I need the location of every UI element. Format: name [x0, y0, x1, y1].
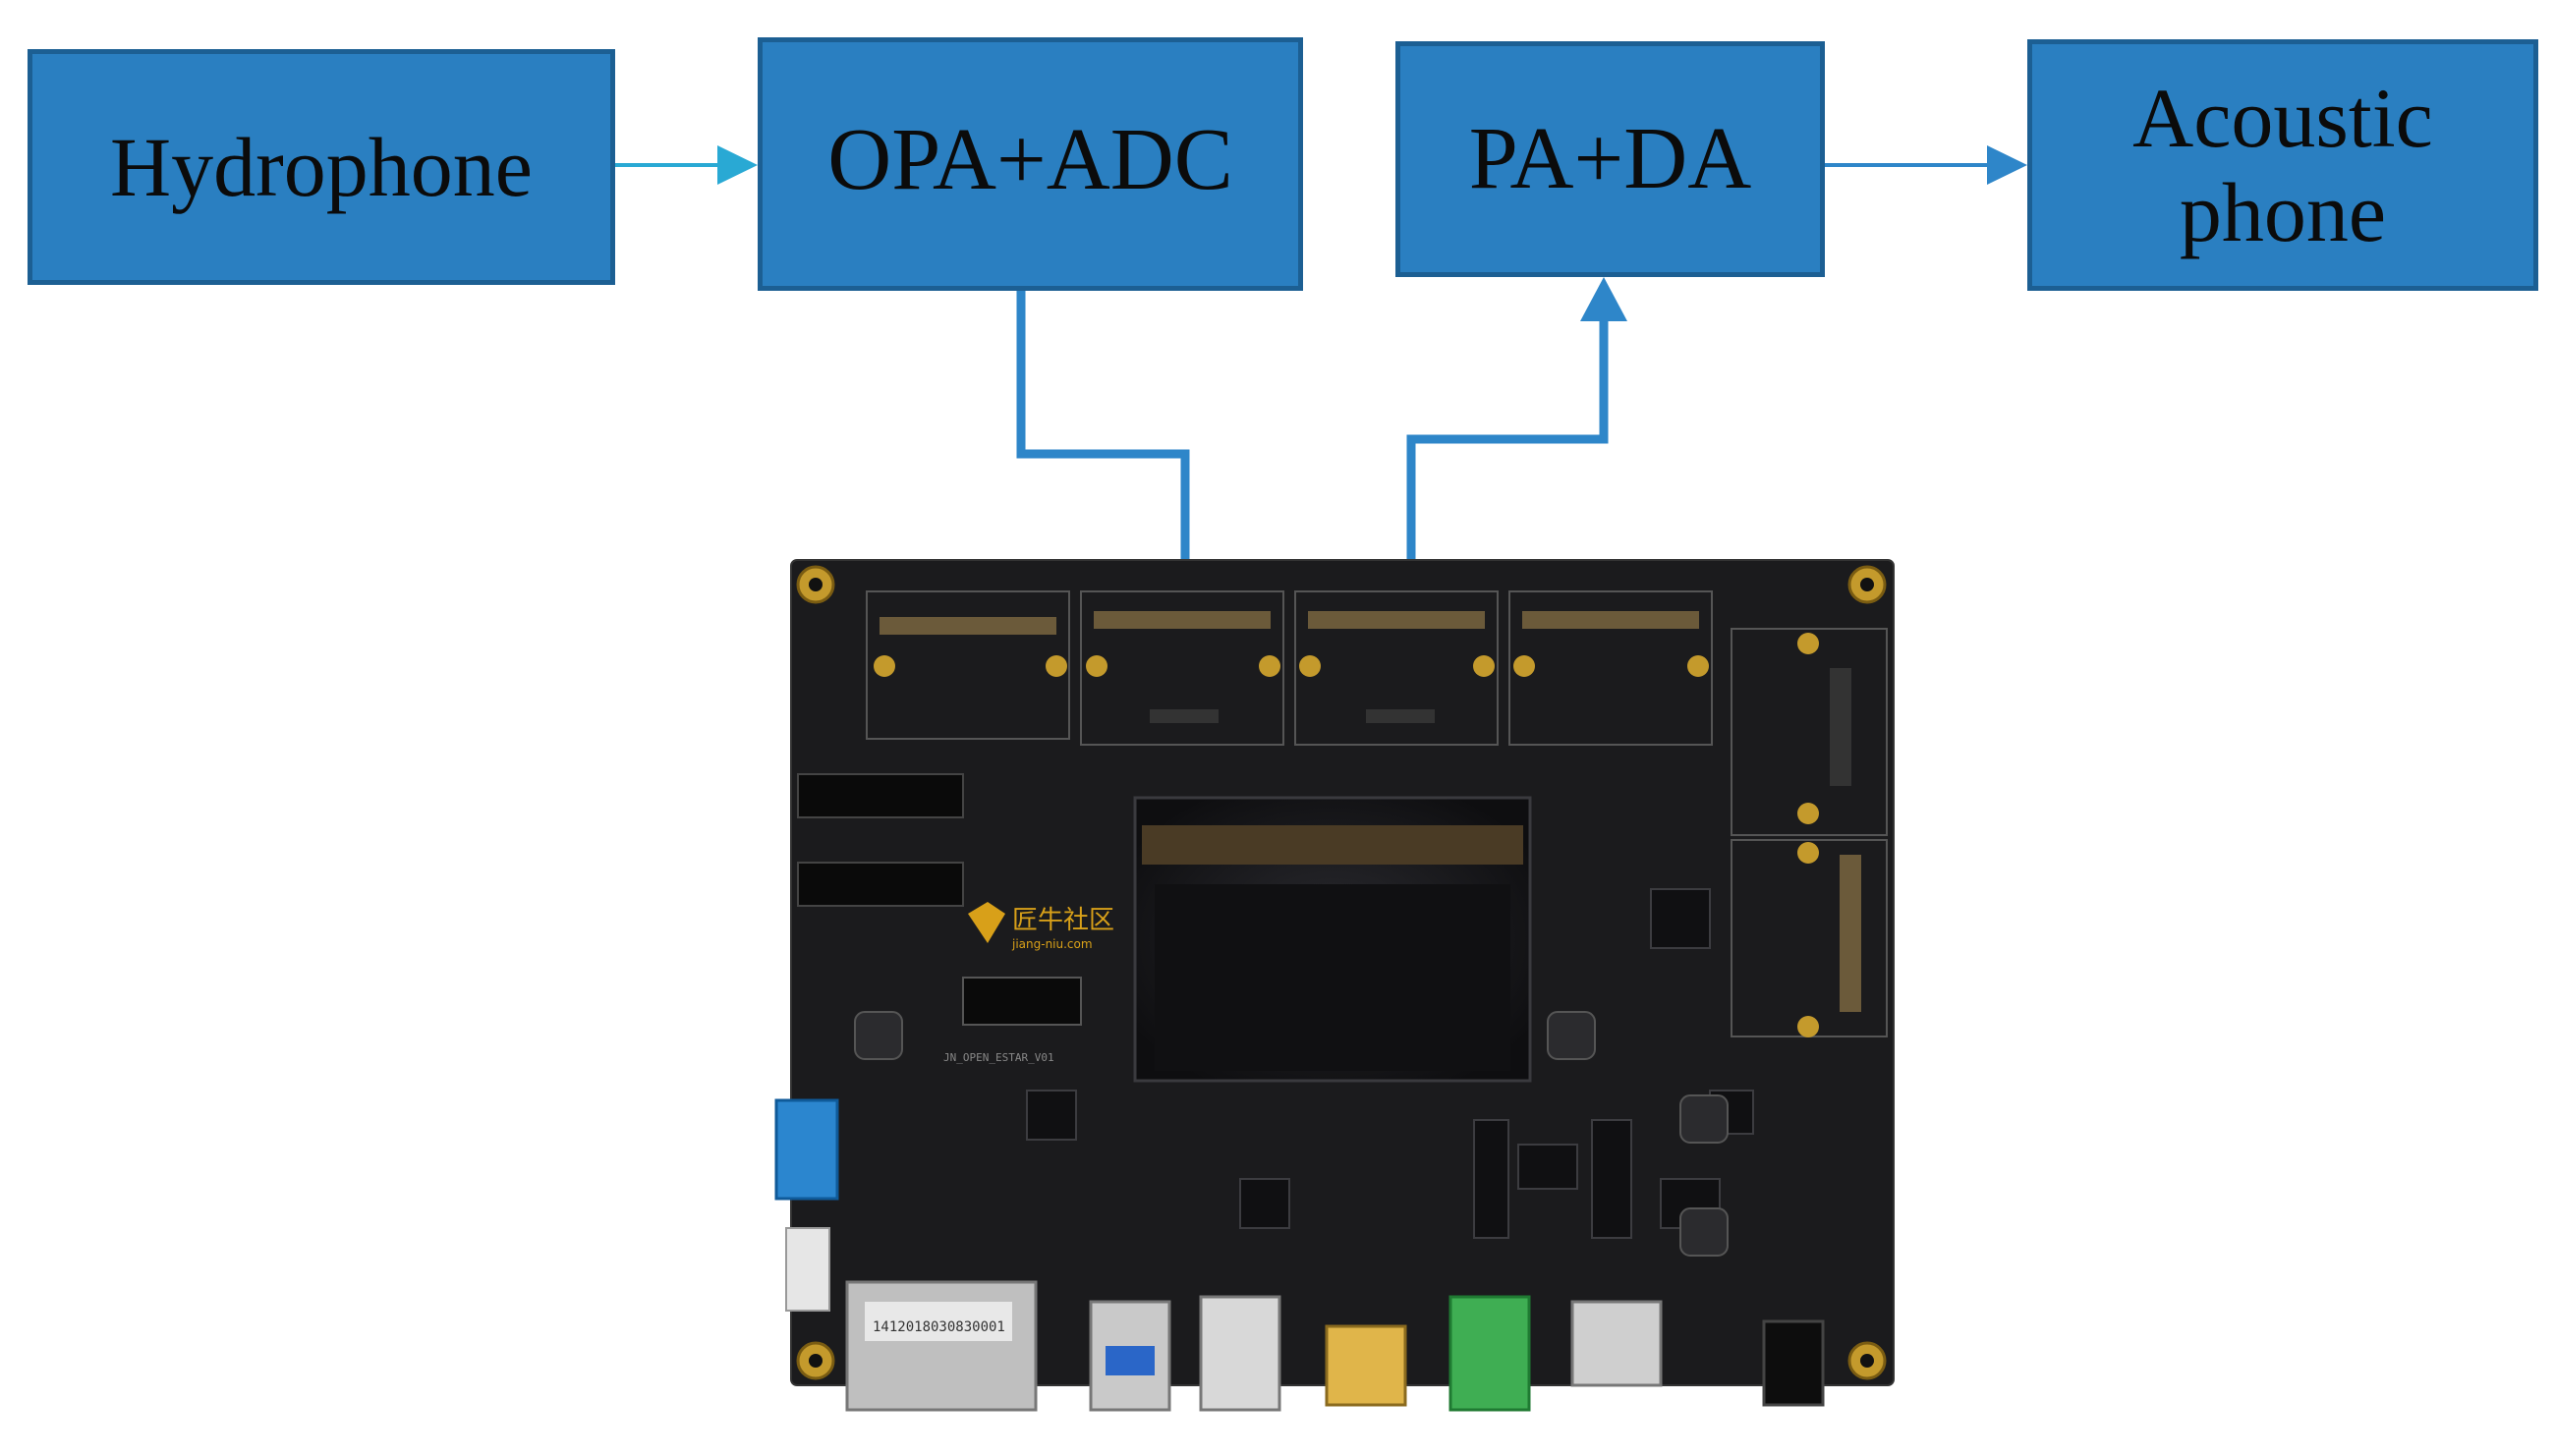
pa-da-label: PA+DA: [1468, 109, 1752, 207]
barcode-label: 1412018030830001: [873, 1319, 1005, 1335]
arrow-opa-adc-to-board: [1016, 291, 1190, 585]
side-connector: [785, 1227, 830, 1312]
hydrophone-label: Hydrophone: [110, 119, 533, 214]
terminal-block: [1448, 1295, 1531, 1412]
arrowhead-opa-adc: [717, 145, 758, 185]
hdmi-port: [1325, 1324, 1407, 1407]
silkscreen-label: JN_OPEN_ESTAR_V01: [943, 1051, 1054, 1064]
pa-da-block: PA+DA: [1395, 41, 1825, 277]
opa-adc-label: OPA+ADC: [827, 111, 1233, 208]
board-logo: 匠牛社区 jiang-niu.com: [968, 902, 1114, 951]
acoustic-label-line1: Acoustic: [2132, 70, 2433, 165]
usb-port-2: [1199, 1295, 1281, 1412]
ethernet-port: [845, 1280, 1038, 1412]
arrowhead-pa-da: [1580, 277, 1627, 321]
sata-connector: [774, 1098, 839, 1201]
hydrophone-block: Hydrophone: [28, 49, 615, 285]
top-expansion-slots: [866, 590, 1713, 746]
acoustic-label-line2: phone: [2179, 165, 2387, 259]
right-expansion-slots: [1731, 628, 1888, 1037]
bottom-ports: 1412018030830001: [845, 1280, 1825, 1412]
fpga-module: [1133, 796, 1532, 1083]
svg-text:jiang-niu.com: jiang-niu.com: [1011, 937, 1093, 951]
left-slots: [797, 773, 964, 907]
inductors: [854, 1011, 1729, 1257]
svg-text:匠牛社区: 匠牛社区: [1012, 906, 1114, 935]
power-jack: [1762, 1319, 1825, 1407]
arrowhead-acoustic: [1987, 145, 2027, 185]
opa-adc-block: OPA+ADC: [758, 37, 1303, 291]
pin-header: [962, 977, 1082, 1026]
arrow-board-to-pa-da: [1406, 316, 1609, 629]
sd-slot: [1570, 1300, 1663, 1387]
acoustic-phone-block: Acoustic phone: [2027, 39, 2538, 291]
